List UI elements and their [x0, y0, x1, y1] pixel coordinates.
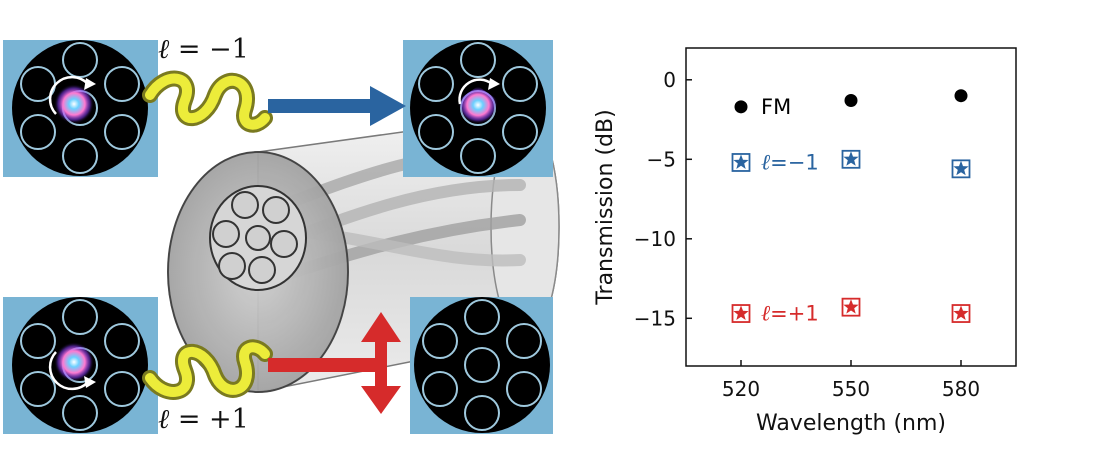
legend-label: ℓ=−1 — [761, 150, 819, 175]
data-point-l-plus — [841, 297, 861, 317]
legend-label: ℓ=+1 — [761, 302, 819, 327]
helical-beam-top — [142, 70, 273, 133]
panel-input-top — [3, 40, 158, 177]
legend-label: FM — [761, 95, 791, 119]
y-tick-label: 0 — [663, 68, 676, 92]
fiber-cylinder — [167, 114, 560, 393]
x-axis-label: Wavelength (nm) — [756, 411, 946, 436]
data-point-fm — [734, 100, 748, 114]
helical-beam-bottom — [142, 339, 273, 400]
rotation-arrow-icon — [48, 75, 89, 115]
rotation-arrow-icon — [48, 351, 89, 391]
data-point-l-minus — [841, 149, 861, 169]
blocked-arrow-icon — [268, 312, 401, 414]
data-point-fm — [844, 93, 858, 107]
illustration: ℓ = −1 ℓ = +1 — [3, 34, 560, 435]
data-point-fm — [954, 89, 968, 103]
panel-output-top — [403, 40, 553, 177]
x-tick-label: 520 — [722, 377, 760, 401]
y-tick-label: −5 — [647, 147, 676, 171]
y-axis-label: Transmission (dB) — [593, 109, 618, 305]
x-tick-label: 550 — [832, 377, 870, 401]
panel-input-bottom — [3, 297, 158, 434]
y-tick-label: −10 — [634, 227, 676, 251]
rotation-arrow-icon — [458, 78, 493, 105]
label-l-minus: ℓ = −1 — [158, 34, 249, 65]
data-point-l-plus — [951, 304, 971, 323]
transmission-chart: Transmission (dB) Wavelength (nm) 0 −5 −10… — [593, 47, 1017, 436]
pentagonal-mode — [458, 86, 498, 124]
x-tick-label: 580 — [942, 377, 980, 401]
vortex-mode — [54, 84, 94, 124]
data-point-l-plus — [731, 304, 751, 323]
vortex-mode — [54, 342, 94, 382]
panel-output-bottom — [410, 297, 553, 434]
data-point-l-minus — [951, 159, 971, 179]
data-point-l-minus — [731, 153, 751, 172]
label-l-plus: ℓ = +1 — [158, 404, 249, 435]
arrow-right-icon — [268, 86, 406, 126]
y-tick-label: −15 — [634, 306, 676, 330]
